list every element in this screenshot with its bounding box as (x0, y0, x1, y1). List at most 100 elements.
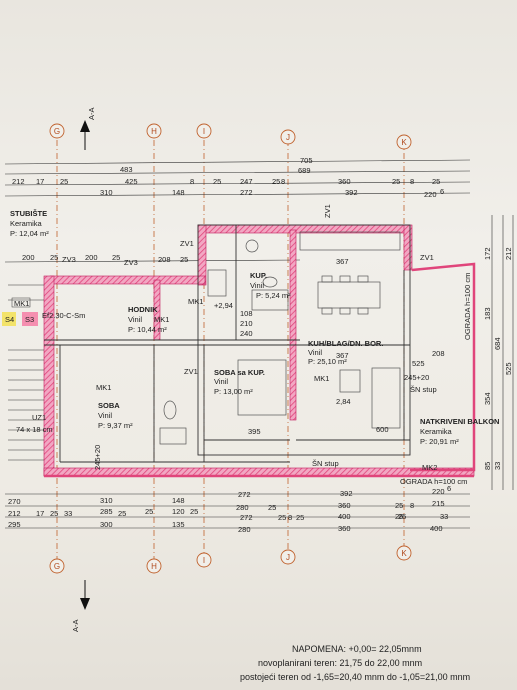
svg-text:Vinil: Vinil (98, 411, 112, 420)
svg-text:6: 6 (440, 187, 444, 196)
svg-text:P: 10,44 m²: P: 10,44 m² (128, 325, 167, 334)
svg-text:STUBIŠTE: STUBIŠTE (10, 209, 47, 218)
svg-text:MK1: MK1 (96, 383, 111, 392)
svg-text:240: 240 (240, 329, 253, 338)
svg-text:8: 8 (190, 177, 194, 186)
svg-text:P: 13,00 m²: P: 13,00 m² (214, 387, 253, 396)
inner-dimensions: 108 210 240 367 367 525 208 395 600 245+… (93, 257, 445, 470)
ograda-side-label: OGRADA h=100 cm (463, 273, 472, 340)
svg-text:148: 148 (172, 188, 185, 197)
svg-text:A-A: A-A (71, 619, 80, 632)
napomena-line-1: NAPOMENA: +0,00= 22,05mnm (292, 644, 422, 654)
svg-text:33: 33 (64, 509, 72, 518)
svg-text:25: 25 (395, 501, 403, 510)
walls-outline (44, 224, 411, 463)
svg-text:HODNIK: HODNIK (128, 305, 158, 314)
svg-text:354: 354 (483, 392, 492, 405)
svg-text:SOBA: SOBA (98, 401, 120, 410)
right-dimension-lines (491, 215, 514, 490)
bottom-dimension-lines (5, 493, 470, 529)
window-label: 74 x 18 cm (16, 425, 53, 434)
svg-text:Vinil: Vinil (214, 377, 228, 386)
axis-label-g-bottom: G (54, 562, 60, 571)
svg-text:392: 392 (340, 489, 353, 498)
svg-text:ZV1: ZV1 (420, 253, 434, 262)
svg-text:220: 220 (424, 190, 437, 199)
svg-text:310: 310 (100, 496, 113, 505)
svg-text:212: 212 (8, 509, 21, 518)
svg-text:25: 25 (213, 177, 221, 186)
svg-text:8: 8 (281, 177, 285, 186)
svg-text:33: 33 (493, 462, 502, 470)
axis-bubbles-top (49, 123, 412, 150)
svg-text:Ef2.30-C-Sm: Ef2.30-C-Sm (42, 311, 85, 320)
svg-text:85: 85 (483, 462, 492, 470)
element-tags: MK1 MK1 MK1 MK1 MK1 MK2 ZV1 ZV1 ZV1 ZV3 … (11, 204, 437, 472)
axis-label-j-top: J (286, 133, 290, 142)
svg-text:280: 280 (238, 525, 251, 534)
svg-text:272: 272 (238, 490, 251, 499)
svg-text:Vinil: Vinil (128, 315, 142, 324)
stair-markers: S4 S3 Ef2.30-C-Sm (2, 311, 85, 326)
svg-text:P: 5,24 m²: P: 5,24 m² (256, 291, 291, 300)
dim-top-483: 483 (120, 165, 133, 174)
svg-text:8: 8 (410, 177, 414, 186)
svg-text:33: 33 (440, 512, 448, 521)
svg-text:395: 395 (248, 427, 261, 436)
svg-text:270: 270 (8, 497, 21, 506)
svg-text:295: 295 (8, 520, 21, 529)
svg-text:208: 208 (158, 255, 171, 264)
furniture (159, 231, 401, 445)
axis-label-g-top: G (54, 127, 60, 136)
svg-text:SOBA sa KUP.: SOBA sa KUP. (214, 368, 265, 377)
svg-text:25: 25 (50, 253, 58, 262)
svg-text:300: 300 (100, 520, 113, 529)
room-hodnik: HODNIK Vinil P: 10,44 m² (128, 305, 167, 334)
svg-text:25: 25 (432, 177, 440, 186)
svg-text:6: 6 (447, 484, 451, 493)
svg-text:MK2: MK2 (422, 463, 437, 472)
axis-label-h-bottom: H (151, 562, 157, 571)
svg-text:NATKRIVENI BALKON: NATKRIVENI BALKON (420, 417, 499, 426)
svg-text:367: 367 (336, 257, 349, 266)
svg-text:25: 25 (268, 503, 276, 512)
svg-text:360: 360 (338, 501, 351, 510)
svg-text:245+20: 245+20 (93, 445, 102, 470)
svg-text:P: 9,37 m²: P: 9,37 m² (98, 421, 133, 430)
svg-text:8: 8 (288, 513, 292, 522)
svg-text:Keramika: Keramika (420, 427, 453, 436)
ograda-bottom-label: OGRADA h=100 cm (400, 477, 467, 486)
svg-text:ZV1: ZV1 (184, 367, 198, 376)
svg-text:400: 400 (430, 524, 443, 533)
svg-text:183: 183 (483, 307, 492, 320)
svg-text:172: 172 (483, 247, 492, 260)
svg-text:212: 212 (504, 247, 513, 260)
dim-top-689: 689 (298, 166, 311, 175)
dim-top-705: 705 (300, 156, 313, 165)
svg-text:25: 25 (118, 509, 126, 518)
svg-text:120: 120 (172, 507, 185, 516)
svg-text:Vinil: Vinil (308, 348, 322, 357)
svg-text:25: 25 (145, 507, 153, 516)
svg-text:MK1: MK1 (154, 315, 169, 324)
svg-text:367: 367 (336, 351, 349, 360)
svg-text:525: 525 (504, 362, 513, 375)
svg-text:A-A: A-A (87, 107, 96, 120)
svg-text:280: 280 (236, 503, 249, 512)
svg-text:P: 25,10 m²: P: 25,10 m² (308, 357, 347, 366)
svg-text:148: 148 (172, 496, 185, 505)
axis-label-i-bottom: I (203, 556, 205, 565)
svg-text:200: 200 (22, 253, 35, 262)
section-marker-top: A-A (80, 107, 96, 150)
svg-text:425: 425 (125, 177, 138, 186)
svg-text:272: 272 (240, 513, 253, 522)
room-soba: SOBA Vinil P: 9,37 m² (98, 401, 133, 430)
svg-text:MK1: MK1 (14, 299, 29, 308)
napomena-line-3: postojeći teren od -1,65=20,40 mnm do -1… (240, 672, 470, 682)
svg-text:310: 310 (100, 188, 113, 197)
balcony-outline (410, 262, 476, 472)
svg-text:360: 360 (338, 524, 351, 533)
room-natkriveni-balkon: NATKRIVENI BALKON Keramika P: 20,91 m² (420, 417, 499, 446)
